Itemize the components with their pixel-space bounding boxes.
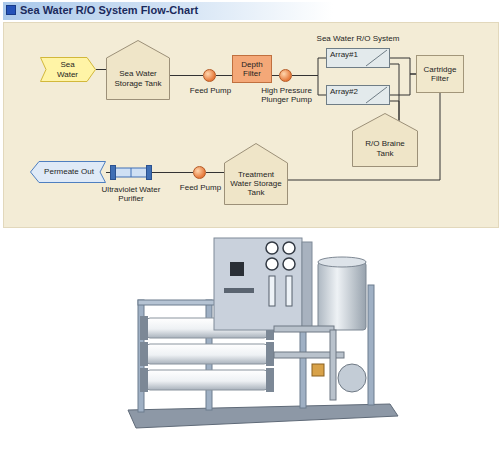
uv-purifier: Ultraviolet Water Purifier	[110, 165, 152, 180]
tank-outline	[225, 144, 288, 205]
pipe-line	[272, 75, 279, 76]
storage-tank	[318, 262, 366, 330]
pipe-line	[292, 58, 326, 76]
valve	[312, 364, 324, 376]
membrane-vessel	[146, 370, 268, 390]
inlet-arrow: Sea Water	[40, 57, 96, 82]
vessel-cap	[266, 342, 274, 366]
switch-row	[224, 288, 254, 293]
flow-meter	[286, 276, 292, 306]
vessel-cap	[140, 342, 148, 366]
box-outline	[327, 49, 390, 68]
filter-box: Depth Filter	[232, 55, 272, 83]
pipe	[330, 330, 336, 400]
pipe-line	[106, 172, 110, 173]
base-skid	[128, 404, 398, 428]
pipe-line	[96, 69, 106, 70]
pressure-gauge	[266, 258, 278, 270]
pressure-gauge	[266, 242, 278, 254]
pipe-line	[288, 93, 440, 180]
pressure-gauge	[283, 258, 295, 270]
pipe-line	[390, 58, 416, 74]
pump-symbol: Feed Pump	[203, 69, 216, 82]
pump-symbol: Feed Pump	[193, 166, 206, 179]
node-text: Depth Filter	[236, 60, 268, 78]
node-text: Array#1	[330, 50, 358, 59]
pipe-line	[390, 74, 416, 95]
membrane-array: Array#1	[326, 48, 390, 68]
uv-flange	[147, 166, 152, 180]
title-bullet	[6, 5, 16, 15]
chart-title: Sea Water R/O System Flow-Chart	[20, 4, 198, 16]
box-outline	[417, 56, 464, 93]
outlet-arrow: Permeate Out	[30, 161, 106, 183]
tank-top	[318, 257, 366, 267]
control-cabinet	[214, 238, 302, 330]
box-outline	[233, 56, 272, 83]
tank-outline	[353, 114, 418, 167]
pipe-line	[152, 172, 193, 173]
panel-display	[230, 262, 244, 276]
vessel-cap	[140, 368, 148, 392]
membrane-line	[366, 50, 387, 66]
filter-box: Cartridge Filter	[416, 55, 464, 93]
node-text: Cartridge Filter	[420, 65, 460, 83]
membrane-vessel	[146, 344, 268, 364]
shape-outline	[110, 165, 152, 180]
node-text: Treatment Water Storage Tank	[228, 170, 284, 198]
group-label: Sea Water R/O System	[310, 34, 406, 43]
node-text: Array#2	[330, 87, 358, 96]
component-label: Feed Pump	[176, 183, 226, 192]
tank-shape: R/O Braine Tank	[352, 113, 418, 167]
pressure-gauge	[283, 242, 295, 254]
cabinet-side	[302, 242, 312, 328]
node-text: Sea Water	[49, 60, 86, 78]
component-label: Feed Pump	[186, 86, 236, 95]
node-text: Sea Water Storage Tank	[110, 69, 166, 87]
vessel-cap	[140, 316, 148, 340]
membrane-array: Array#2	[326, 85, 390, 105]
tank-shape: Treatment Water Storage Tank	[224, 143, 288, 205]
uv-tube	[115, 168, 147, 177]
pipe-line	[170, 75, 203, 76]
node-text: Permeate Out	[44, 167, 94, 176]
pump-symbol: High Pressure Plunger Pump	[279, 69, 292, 82]
uv-flange	[111, 166, 116, 180]
node-text: R/O Braine Tank	[356, 139, 414, 157]
membrane-line	[366, 87, 387, 103]
component-label: High Pressure Plunger Pump	[258, 86, 316, 104]
pipe-line	[216, 75, 232, 76]
uv-band	[131, 168, 132, 177]
vessel-cap	[266, 368, 274, 392]
box-outline	[327, 86, 390, 105]
flow-meter	[269, 276, 275, 306]
pipe-line	[390, 64, 399, 121]
tank-outline	[107, 41, 170, 100]
arrow-outline	[31, 162, 106, 183]
pipe	[274, 326, 334, 332]
pump-motor	[338, 364, 366, 392]
frame-post	[368, 285, 374, 405]
component-label: Ultraviolet Water Purifier	[95, 185, 167, 203]
pipe-line	[206, 172, 224, 173]
tank-shape: Sea Water Storage Tank	[106, 40, 170, 100]
arrow-outline	[41, 58, 96, 82]
